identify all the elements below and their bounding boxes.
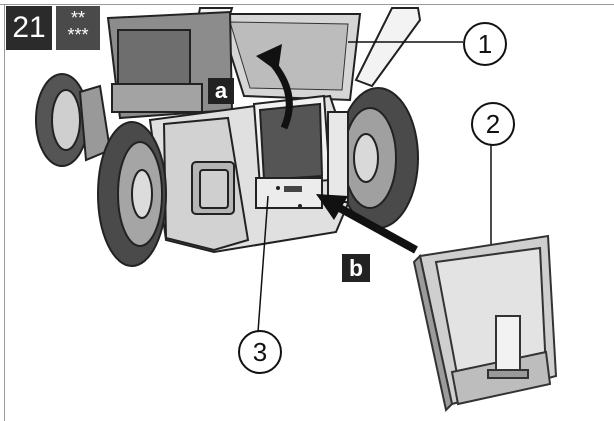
engine: [106, 10, 234, 120]
mulching-plug: [412, 234, 558, 413]
rear-left-wheel: [97, 121, 167, 267]
callout-3: 3: [238, 330, 282, 374]
insert-arrow: [334, 202, 418, 254]
mower-deck: [148, 94, 360, 254]
difficulty-line-1: **: [70, 8, 85, 28]
difficulty-line-2: ***: [67, 25, 89, 45]
grass-catcher-lid: [216, 13, 362, 102]
front-left-wheel: [35, 73, 112, 167]
label-b: b: [342, 254, 370, 282]
frame-left-border: [4, 4, 5, 421]
frame-top-border: [0, 4, 614, 5]
step-number-badge: 21: [6, 6, 52, 50]
callout-1: 1: [463, 22, 507, 66]
leader-lines: [257, 41, 492, 333]
right-wheel: [337, 87, 419, 229]
difficulty-badge: ** ***: [56, 6, 100, 50]
label-a: a: [208, 78, 234, 104]
callout-2: 2: [471, 102, 515, 146]
